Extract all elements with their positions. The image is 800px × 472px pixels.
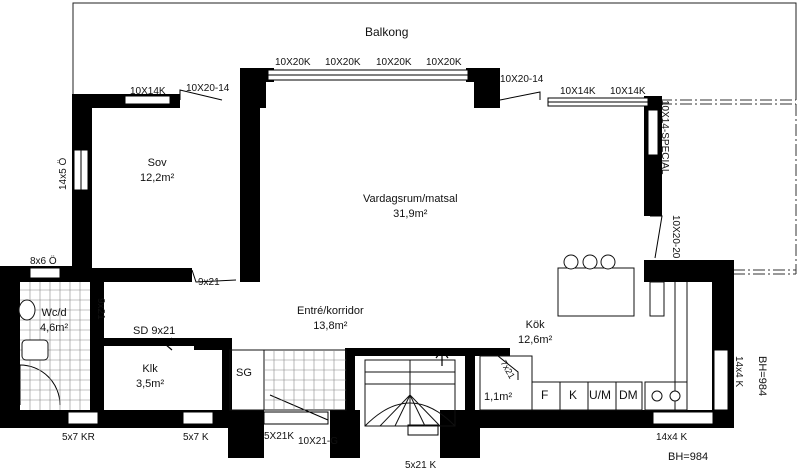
room-area-small: 1,1m²: [484, 391, 513, 403]
room-area-kok: 12,6m²: [518, 334, 553, 346]
window-label-top-4: 10X20K: [426, 57, 462, 68]
window-label-entry-bottom: 5X21K: [264, 431, 295, 442]
room-area-vardagsrum: 31,9m²: [393, 208, 428, 220]
balcony-railing: [660, 99, 797, 275]
room-name-sg: SG: [236, 367, 252, 379]
room-kok: Kök 12,6m²: [518, 318, 552, 348]
windows: [29, 69, 729, 436]
window-label-klk-bottom: 5x7 K: [183, 432, 209, 443]
room-area-sov: 12,2m²: [140, 172, 175, 184]
appliance-label-um: U/M: [589, 388, 611, 402]
room-area-wc: 4,6m²: [40, 322, 69, 334]
window-label-top-1: 10X20K: [275, 57, 311, 68]
balcony-label: Balkong: [365, 25, 409, 39]
appliance-label-f: F: [541, 388, 549, 402]
window-label-right-2: 10X14K: [610, 86, 646, 97]
appliance-label-k: K: [569, 388, 578, 402]
room-area-entre: 13,8m²: [313, 320, 348, 332]
window-label-top-2: 10X20K: [325, 57, 361, 68]
door-label-left: 10X20-14: [186, 83, 230, 94]
window-label-sov-side: 14x5 Ö: [58, 157, 69, 190]
fixtures: [18, 254, 681, 402]
room-name-wc: Wc/d: [41, 307, 67, 319]
bh-bottom-label: BH=984: [668, 451, 709, 463]
window-label-stair-bottom: 5x21 K: [405, 460, 437, 471]
door-swings: [19, 89, 663, 421]
window-label-right-1: 10X14K: [560, 86, 596, 97]
room-sov: Sov 12,2m²: [140, 156, 174, 186]
window-label-wc-top: 8x6 Ö: [30, 256, 57, 267]
door-label-wc: 9x21: [95, 298, 106, 320]
balcony-outline: [72, 2, 797, 100]
door-label-right: 10X20-14: [500, 74, 544, 85]
appliance-label-dm: DM: [619, 388, 638, 402]
window-label-special: 10X14-SPECIAL: [659, 100, 670, 175]
interior-lines: [229, 267, 688, 411]
room-wc: Wc/d 4,6m²: [40, 306, 68, 336]
door-label-sd: SD 9x21: [133, 325, 176, 337]
bh-side-label: BH=984: [756, 356, 768, 397]
room-name-kok: Kök: [525, 319, 545, 331]
room-name-vardagsrum: Vardagsrum/matsal: [363, 193, 458, 205]
room-name-entre: Entré/korridor: [297, 305, 364, 317]
room-name-klk: Klk: [142, 363, 158, 375]
window-label-wc-bottom: 5x7 KR: [62, 432, 95, 443]
window-label-top-3: 10X20K: [376, 57, 412, 68]
room-area-klk: 3,5m²: [136, 378, 165, 390]
room-entre: Entré/korridor 13,8m²: [297, 304, 364, 334]
room-vardagsrum: Vardagsrum/matsal 31,9m²: [363, 192, 458, 222]
room-name-sov: Sov: [147, 157, 167, 169]
window-label-kitchen-bottom: 14x4 K: [656, 432, 688, 443]
staircase: [364, 359, 456, 427]
door-label-entry: 10X21-G: [298, 436, 339, 447]
door-label-kitchen: 10X20-20: [670, 215, 681, 259]
tile-grid-entry: [264, 350, 346, 410]
window-label-kitchen-side: 14x4 K: [733, 356, 744, 388]
room-klk: Klk 3,5m²: [136, 362, 164, 392]
door-label-sov: 9x21: [198, 277, 220, 288]
arrow-icon: [164, 337, 449, 366]
window-label-upper-left: 10X14K: [130, 86, 166, 97]
